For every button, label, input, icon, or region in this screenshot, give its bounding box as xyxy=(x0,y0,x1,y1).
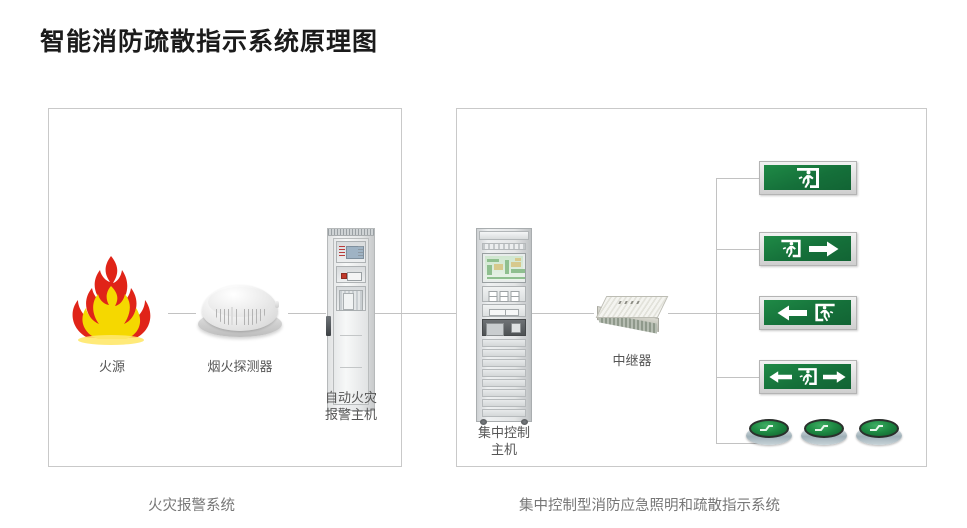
light-green-dome xyxy=(749,419,789,438)
rack-slots xyxy=(339,290,363,311)
module-keypad xyxy=(358,246,363,257)
light-green-dome xyxy=(804,419,844,438)
arrow-right-icon xyxy=(808,241,838,256)
control-computer-module xyxy=(482,319,526,336)
exit-sign-face xyxy=(764,236,851,261)
running-man-door-icon xyxy=(780,239,801,258)
module-indicator-strip xyxy=(339,246,345,257)
branch-to-exit-sign-3 xyxy=(716,313,760,314)
repeater-icon xyxy=(595,296,669,338)
keypad-key xyxy=(510,296,520,302)
arrow-right-icon xyxy=(823,370,846,383)
running-man-door-icon xyxy=(796,167,819,188)
exit-sign-3[interactable] xyxy=(759,296,857,330)
cabinet-top-cap xyxy=(479,231,529,240)
cabinet-module-controls xyxy=(336,266,366,283)
cabinet-caster xyxy=(521,419,528,425)
smoke-detector-icon xyxy=(198,285,282,341)
rack-card xyxy=(343,293,354,310)
link-detector-to-host xyxy=(288,313,326,314)
link-alarm-host-to-control-host xyxy=(375,313,476,314)
fire-alarm-host-label-line1: 自动火灾 xyxy=(324,390,377,405)
control-cabinet-icon xyxy=(476,228,532,425)
exit-sign-2[interactable] xyxy=(759,232,857,266)
detector-divider xyxy=(231,307,233,325)
module-label-window xyxy=(347,272,362,281)
control-slot-module xyxy=(482,304,526,317)
repeater-top-cover xyxy=(595,296,669,318)
cabinet-vent-strip xyxy=(482,243,526,250)
keypad-key xyxy=(499,296,509,302)
central-host-label-line2: 主机 xyxy=(490,442,517,457)
keypad-buttons-row2 xyxy=(488,296,520,302)
module-port-slot xyxy=(505,309,519,316)
branch-to-exit-sign-1 xyxy=(716,178,760,179)
control-keypad-module xyxy=(482,286,526,302)
link-repeater-to-bus xyxy=(668,313,716,314)
fire-source-icon xyxy=(66,252,156,347)
computer-power-button xyxy=(511,323,521,333)
light-green-dome xyxy=(859,419,899,438)
branch-to-exit-sign-2 xyxy=(716,249,760,250)
running-man-icon xyxy=(760,425,773,431)
floorplan-graphic xyxy=(485,256,525,280)
arrow-left-icon xyxy=(769,370,792,383)
exit-sign-1[interactable] xyxy=(759,161,857,195)
running-man-door-icon xyxy=(814,303,835,322)
ceiling-light-1[interactable] xyxy=(746,419,792,445)
flame-icon xyxy=(72,256,151,345)
link-control-host-to-repeater xyxy=(532,313,594,314)
exit-sign-face xyxy=(764,300,851,325)
computer-drive-bay xyxy=(486,323,504,336)
ceiling-light-3[interactable] xyxy=(856,419,902,445)
arrow-left-icon xyxy=(777,305,807,320)
branch-to-ceiling-lights xyxy=(716,443,760,444)
distribution-bus-line xyxy=(716,178,717,443)
running-man-door-icon xyxy=(798,368,817,385)
keypad-key xyxy=(488,296,498,302)
detector-grille xyxy=(214,309,266,325)
running-man-icon xyxy=(870,425,883,431)
cabinet-module-rack xyxy=(336,286,366,311)
fire-source-label: 火源 xyxy=(98,359,125,374)
central-host-label-line1: 集中控制 xyxy=(477,425,530,440)
page-title: 智能消防疏散指示系统原理图 xyxy=(40,29,379,56)
right-panel-caption: 集中控制型消防应急照明和疏散指示系统 xyxy=(519,498,780,514)
door-seam xyxy=(340,335,362,336)
smoke-detector-label: 烟火探测器 xyxy=(207,359,273,374)
detector-led-icon xyxy=(275,301,279,308)
cabinet-module-display xyxy=(336,241,366,263)
repeater-led-row xyxy=(618,301,640,304)
detector-cap xyxy=(208,287,272,317)
fire-alarm-cabinet-icon xyxy=(326,228,375,411)
module-alarm-button xyxy=(341,273,347,279)
cabinet-top-vent xyxy=(328,229,374,236)
cabinet-handle xyxy=(326,316,331,336)
control-display-screen xyxy=(482,253,526,283)
exit-sign-face xyxy=(764,364,851,389)
cabinet-caster xyxy=(480,419,487,425)
link-fire-to-detector xyxy=(168,313,196,314)
fire-alarm-host-label-line2: 报警主机 xyxy=(324,407,377,422)
running-man-icon xyxy=(815,425,828,431)
branch-to-exit-sign-4 xyxy=(716,377,760,378)
ceiling-light-2[interactable] xyxy=(801,419,847,445)
cabinet-door xyxy=(333,238,369,405)
exit-sign-face xyxy=(764,165,851,190)
left-panel-caption: 火灾报警系统 xyxy=(148,498,235,514)
repeater-label: 中继器 xyxy=(612,353,652,368)
exit-sign-4[interactable] xyxy=(759,360,857,394)
cabinet-blank-panels xyxy=(482,339,526,417)
door-seam xyxy=(340,367,362,368)
